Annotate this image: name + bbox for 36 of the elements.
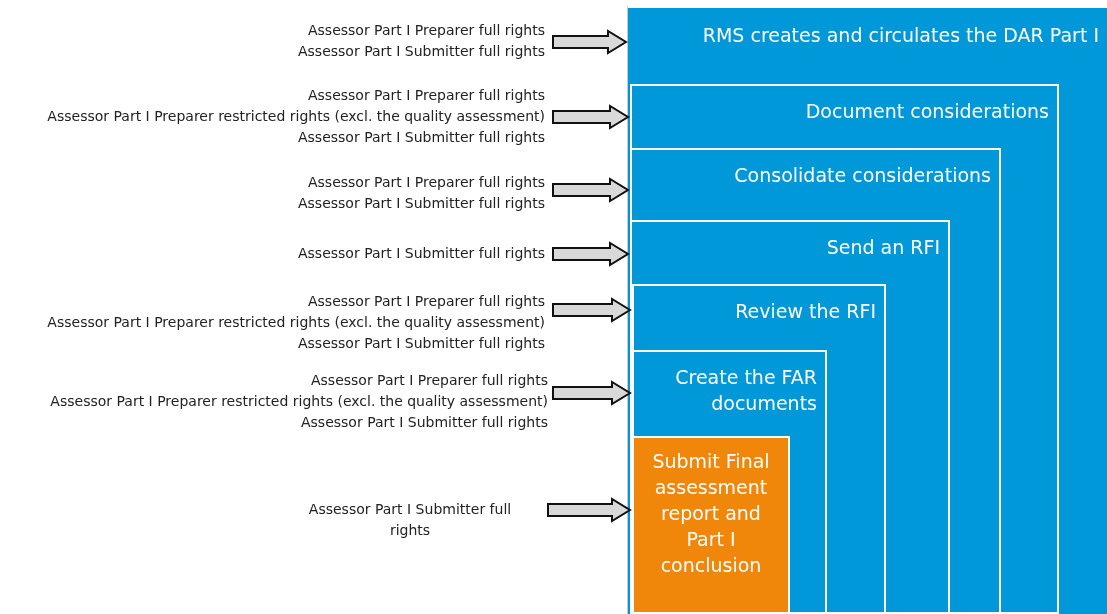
block-arrow xyxy=(552,29,628,55)
role-text: Assessor Part I Submitter full rights xyxy=(298,333,545,353)
step-label: Consolidate considerations xyxy=(734,163,991,188)
role-text: Assessor Part I Preparer full rights xyxy=(308,173,545,192)
role-text: Assessor Part I Submitter full rights xyxy=(298,42,545,61)
role-text: Assessor Part I Submitter full rights xyxy=(298,194,545,213)
role-text: Assessor Part I Preparer full rights xyxy=(308,85,545,105)
role-text: Assessor Part I Submitter full rights xyxy=(298,243,545,263)
step-box xyxy=(630,220,950,614)
step-label: Document considerations xyxy=(805,99,1049,124)
role-text: Assessor Part I Preparer restricted rights (excl. the quality assessment) xyxy=(47,106,545,126)
role-text: Assessor Part I Preparer full rights xyxy=(308,21,545,40)
role-text: Assessor Part I Preparer full rights xyxy=(308,291,545,311)
block-arrow xyxy=(552,241,630,267)
block-arrow xyxy=(552,104,630,130)
role-text: Assessor Part I Submitter full rights xyxy=(301,412,548,432)
step-label: RMS creates and circulates the DAR Part I xyxy=(702,23,1099,48)
step-box xyxy=(628,8,1107,614)
role-text: Assessor Part I Preparer restricted rights (excl. the quality assessment) xyxy=(47,312,545,332)
step-label: Create the FAR documents xyxy=(674,365,817,416)
step-label: Submit Final assessment report and Part I conclusion xyxy=(651,449,771,578)
step-box xyxy=(630,148,1001,614)
block-arrow xyxy=(552,177,630,203)
role-text: Assessor Part I Submitter full rights xyxy=(307,500,513,540)
step-box xyxy=(630,84,1059,614)
block-arrow xyxy=(552,380,632,406)
step-label: Review the RFI xyxy=(735,299,876,324)
final-step-box xyxy=(632,436,790,614)
step-label: Send an RFI xyxy=(826,235,940,260)
block-arrow xyxy=(547,497,632,523)
block-arrow xyxy=(552,297,632,323)
role-text: Assessor Part I Preparer full rights xyxy=(311,370,548,390)
role-text: Assessor Part I Submitter full rights xyxy=(298,127,545,147)
role-text: Assessor Part I Preparer restricted rights (excl. the quality assessment) xyxy=(50,391,548,411)
step-box xyxy=(632,350,827,614)
step-box xyxy=(632,284,886,614)
